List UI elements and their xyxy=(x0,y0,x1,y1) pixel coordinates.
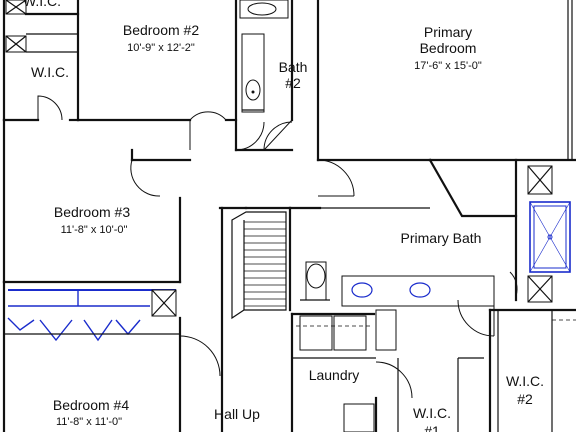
laundry-label: Laundry xyxy=(309,367,360,383)
hall-walls xyxy=(218,206,322,432)
bedroom-4-dims: 11'-8" x 11'-0" xyxy=(56,416,122,428)
wic-1-line1: W.I.C. xyxy=(413,405,451,421)
stairs xyxy=(231,211,287,320)
bath-2 xyxy=(234,0,294,152)
bedroom-2-walls xyxy=(76,0,238,152)
bath-2-line2: #2 xyxy=(285,75,301,91)
bedroom-4-name: Bedroom #4 xyxy=(53,397,129,413)
bedroom-4 xyxy=(2,280,182,432)
wic-2-line2: #2 xyxy=(517,391,533,407)
wic-1 xyxy=(343,357,484,432)
primary-bedroom-dims: 17'-6" x 15'-0" xyxy=(414,60,482,72)
wic-left-label: W.I.C. xyxy=(31,64,69,80)
wic-1-line2: #1 xyxy=(424,423,440,432)
room-labels: W.I.C. W.I.C. Bedroom #2 10'-9" x 12'-2"… xyxy=(23,0,544,432)
wic-top-label: W.I.C. xyxy=(23,0,61,9)
bath-2-line1: Bath xyxy=(279,59,308,75)
primary-bedroom-line1: Primary xyxy=(424,24,472,40)
primary-bath-label: Primary Bath xyxy=(401,230,482,246)
primary-bedroom-line2: Bedroom xyxy=(420,40,477,56)
bedroom-2-dims: 10'-9" x 12'-2" xyxy=(127,42,195,54)
bedroom-3-dims: 11'-8" x 10'-0" xyxy=(61,224,128,236)
primary-bath xyxy=(300,158,571,307)
top-left-closet xyxy=(2,0,80,122)
wic-2 xyxy=(488,308,576,432)
door-swings xyxy=(37,95,518,399)
hall-label: Hall Up xyxy=(214,406,260,422)
bedroom-3-walls xyxy=(2,118,192,284)
bedroom-3-name: Bedroom #3 xyxy=(54,204,130,220)
bedroom-2-name: Bedroom #2 xyxy=(123,22,199,38)
primary-bedroom-walls xyxy=(316,0,576,162)
laundry xyxy=(290,309,397,432)
wic-2-line1: W.I.C. xyxy=(506,373,544,389)
